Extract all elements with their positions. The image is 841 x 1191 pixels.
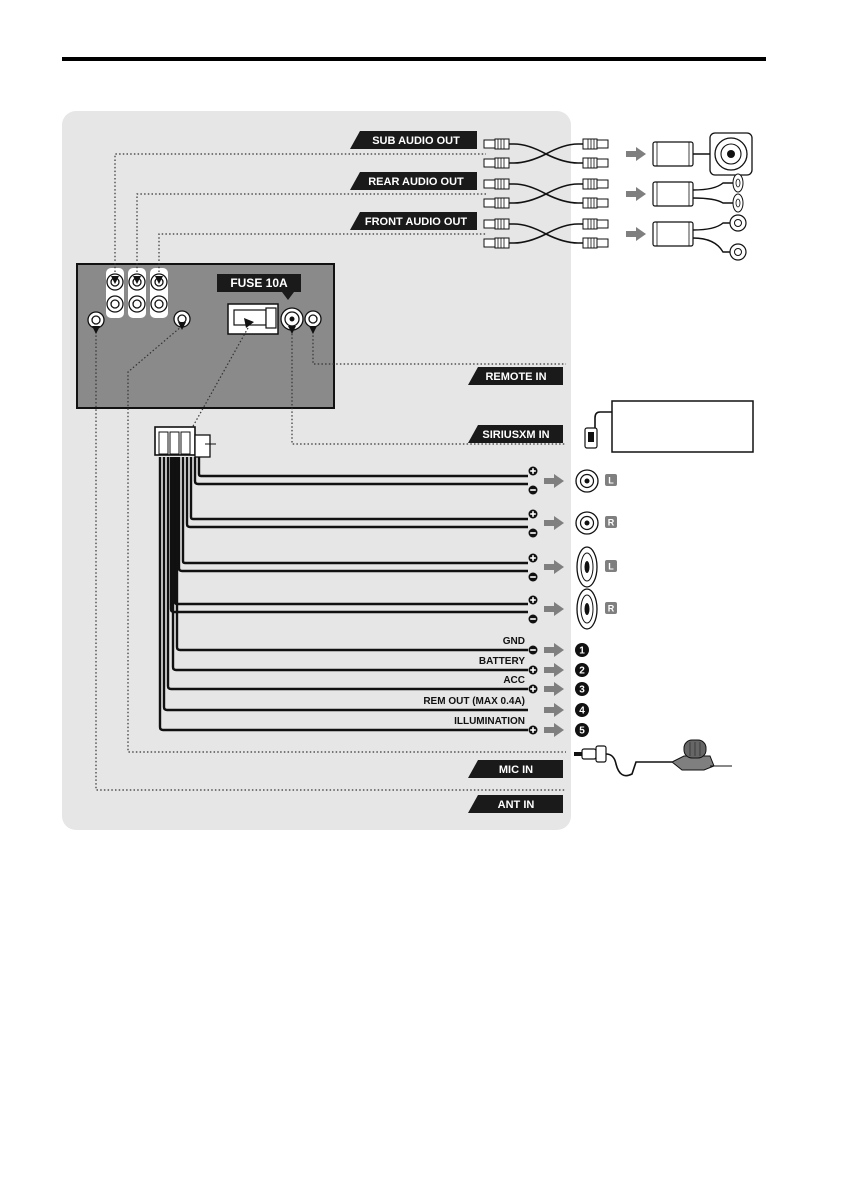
front-amplifier [653, 222, 693, 246]
terminal-number-2: 2 [575, 663, 589, 677]
rear-speaker-left [577, 547, 597, 587]
terminal-number-4: 4 [575, 703, 589, 717]
ant-in-jack [88, 312, 104, 328]
tag-mic-in: MIC IN [468, 760, 563, 778]
front-speakers [693, 215, 746, 260]
wire-label-illumination: ILLUMINATION [454, 716, 525, 727]
arrow-to-front-amp [626, 227, 646, 241]
siriusxm-tuner [585, 401, 753, 452]
rear-amplifier [653, 182, 693, 206]
tag-ant-in: ANT IN [468, 795, 563, 813]
svg-text:2: 2 [579, 666, 585, 677]
terminal-number-3: 3 [575, 682, 589, 696]
terminal-number-5: 5 [575, 723, 589, 737]
wire-label-gnd: GND [503, 636, 525, 647]
channel-badge-1: L [605, 474, 617, 486]
svg-text:5: 5 [579, 726, 585, 737]
front-speaker-left [576, 470, 598, 492]
tag-siriusxm-in: SIRIUSXM IN [468, 425, 563, 443]
svg-text:R: R [608, 604, 615, 614]
tag-front-audio-out: FRONT AUDIO OUT [350, 212, 477, 230]
tag-sub-audio-out: SUB AUDIO OUT [350, 131, 477, 149]
microphone [574, 740, 732, 776]
sub-out-jack-2 [107, 296, 123, 312]
wire-label-battery: BATTERY [479, 656, 525, 667]
svg-text:FUSE 10A: FUSE 10A [230, 276, 288, 290]
arrow-to-rear-amp [626, 187, 646, 201]
svg-text:3: 3 [579, 685, 585, 696]
top-rule [62, 57, 766, 61]
tag-rear-audio-out: REAR AUDIO OUT [350, 172, 477, 190]
svg-text:R: R [608, 518, 615, 528]
tag-remote-in: REMOTE IN [468, 367, 563, 385]
front-out-jack-2 [151, 296, 167, 312]
svg-text:ANT IN: ANT IN [498, 799, 535, 811]
channel-badge-4: R [605, 602, 617, 614]
svg-text:L: L [608, 562, 614, 572]
harness-socket [228, 304, 278, 334]
svg-text:REMOTE IN: REMOTE IN [485, 371, 546, 383]
rear-speakers [693, 174, 743, 212]
svg-text:FRONT AUDIO OUT: FRONT AUDIO OUT [365, 216, 468, 228]
front-speaker-right [576, 512, 598, 534]
arrow-to-sub-amp [626, 147, 646, 161]
wire-label-rem-out: REM OUT (MAX 0.4A) [423, 696, 525, 707]
svg-text:1: 1 [579, 646, 585, 657]
wire-label-acc: ACC [503, 675, 525, 686]
terminal-number-1: 1 [575, 643, 589, 657]
sub-amplifier [653, 142, 693, 166]
svg-text:SUB AUDIO OUT: SUB AUDIO OUT [372, 135, 460, 147]
svg-text:4: 4 [579, 706, 585, 717]
rca-output-block [106, 268, 168, 318]
channel-badge-3: L [605, 560, 617, 572]
rear-speaker-right [577, 589, 597, 629]
svg-text:L: L [608, 476, 614, 486]
channel-badge-2: R [605, 516, 617, 528]
remote-in-jack [305, 311, 321, 327]
svg-text:SIRIUSXM IN: SIRIUSXM IN [482, 429, 549, 441]
subwoofer [693, 133, 752, 175]
svg-text:REAR AUDIO OUT: REAR AUDIO OUT [368, 176, 464, 188]
rear-out-jack-2 [129, 296, 145, 312]
svg-text:MIC IN: MIC IN [499, 764, 533, 776]
